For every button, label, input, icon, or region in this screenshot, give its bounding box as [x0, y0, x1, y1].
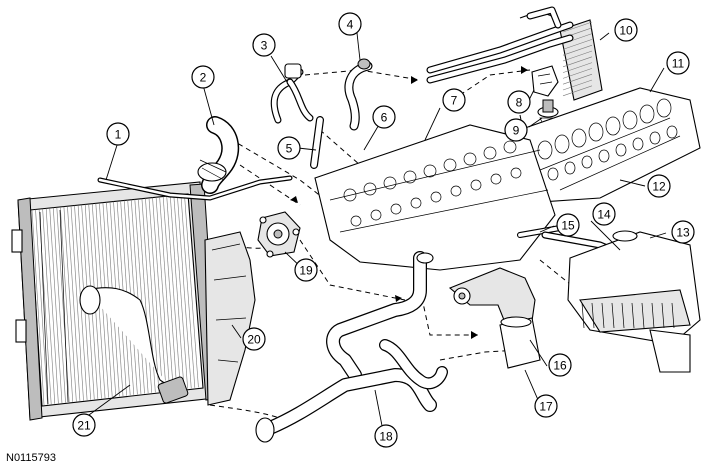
water-pump: [257, 211, 301, 258]
callout-13: 13: [671, 220, 695, 244]
callout-label: 3: [261, 39, 268, 53]
callout-label: 9: [513, 124, 520, 138]
callout-5: 5: [277, 136, 301, 160]
callout-11: 11: [666, 51, 690, 75]
callout-14: 14: [592, 202, 616, 226]
callout-1: 1: [106, 122, 130, 146]
callout-label: 13: [676, 226, 690, 240]
callout-7: 7: [442, 88, 466, 112]
bleed-tube: [97, 175, 293, 201]
callout-6: 6: [372, 105, 396, 129]
lower-radiator-hose-inlet: [79, 285, 189, 404]
engine-block-details: [343, 140, 522, 227]
callout-3: 3: [252, 33, 276, 57]
callout-2: 2: [191, 65, 215, 89]
callout-label: 4: [347, 18, 354, 32]
callout-label: 7: [451, 94, 458, 108]
callout-17: 17: [534, 394, 558, 418]
manifold-runners: [537, 98, 678, 181]
callout-4: 4: [338, 12, 362, 36]
callout-label: 19: [299, 264, 313, 278]
heater-hose: [344, 58, 373, 131]
figure-id: N0115793: [6, 452, 56, 464]
callout-21: 21: [72, 413, 96, 437]
callout-9: 9: [504, 118, 528, 142]
degas-bottle: [567, 230, 701, 373]
callout-label: 17: [539, 400, 553, 414]
callout-19: 19: [294, 258, 318, 282]
engine-block: [314, 124, 556, 271]
bypass-hose: [310, 116, 324, 169]
callout-label: 8: [516, 96, 523, 110]
callout-8: 8: [507, 90, 531, 114]
callout-label: 6: [381, 111, 388, 125]
callout-label: 21: [77, 419, 91, 433]
fan-shroud: [204, 231, 256, 406]
heater-hose-assembly: [270, 63, 314, 124]
heater-tubes: [426, 6, 574, 84]
oil-cooler: [499, 316, 541, 369]
callout-18: 18: [374, 424, 398, 448]
callout-label: 12: [652, 180, 666, 194]
callout-label: 11: [672, 57, 685, 71]
callout-leaders: [77, 32, 667, 442]
callout-label: 15: [561, 219, 575, 233]
coolant-crossover-tube: [517, 225, 563, 238]
callout-12: 12: [647, 174, 671, 198]
callout-label: 18: [379, 430, 393, 444]
thermostat-housing: [531, 65, 559, 97]
callout-label: 16: [553, 359, 567, 373]
callout-label: 1: [115, 128, 122, 142]
callout-label: 14: [597, 208, 611, 222]
callout-label: 5: [286, 142, 293, 156]
callout-15: 15: [556, 213, 580, 237]
callout-10: 10: [614, 18, 638, 42]
callout-label: 2: [200, 71, 207, 85]
callout-20: 20: [242, 327, 266, 351]
callout-16: 16: [548, 353, 572, 377]
callout-label: 20: [247, 333, 261, 347]
degas-bottle-ribs: [581, 302, 675, 329]
upper-radiator-hose: [197, 116, 240, 194]
callout-label: 10: [619, 24, 633, 38]
lower-hose-assembly: [255, 251, 448, 443]
